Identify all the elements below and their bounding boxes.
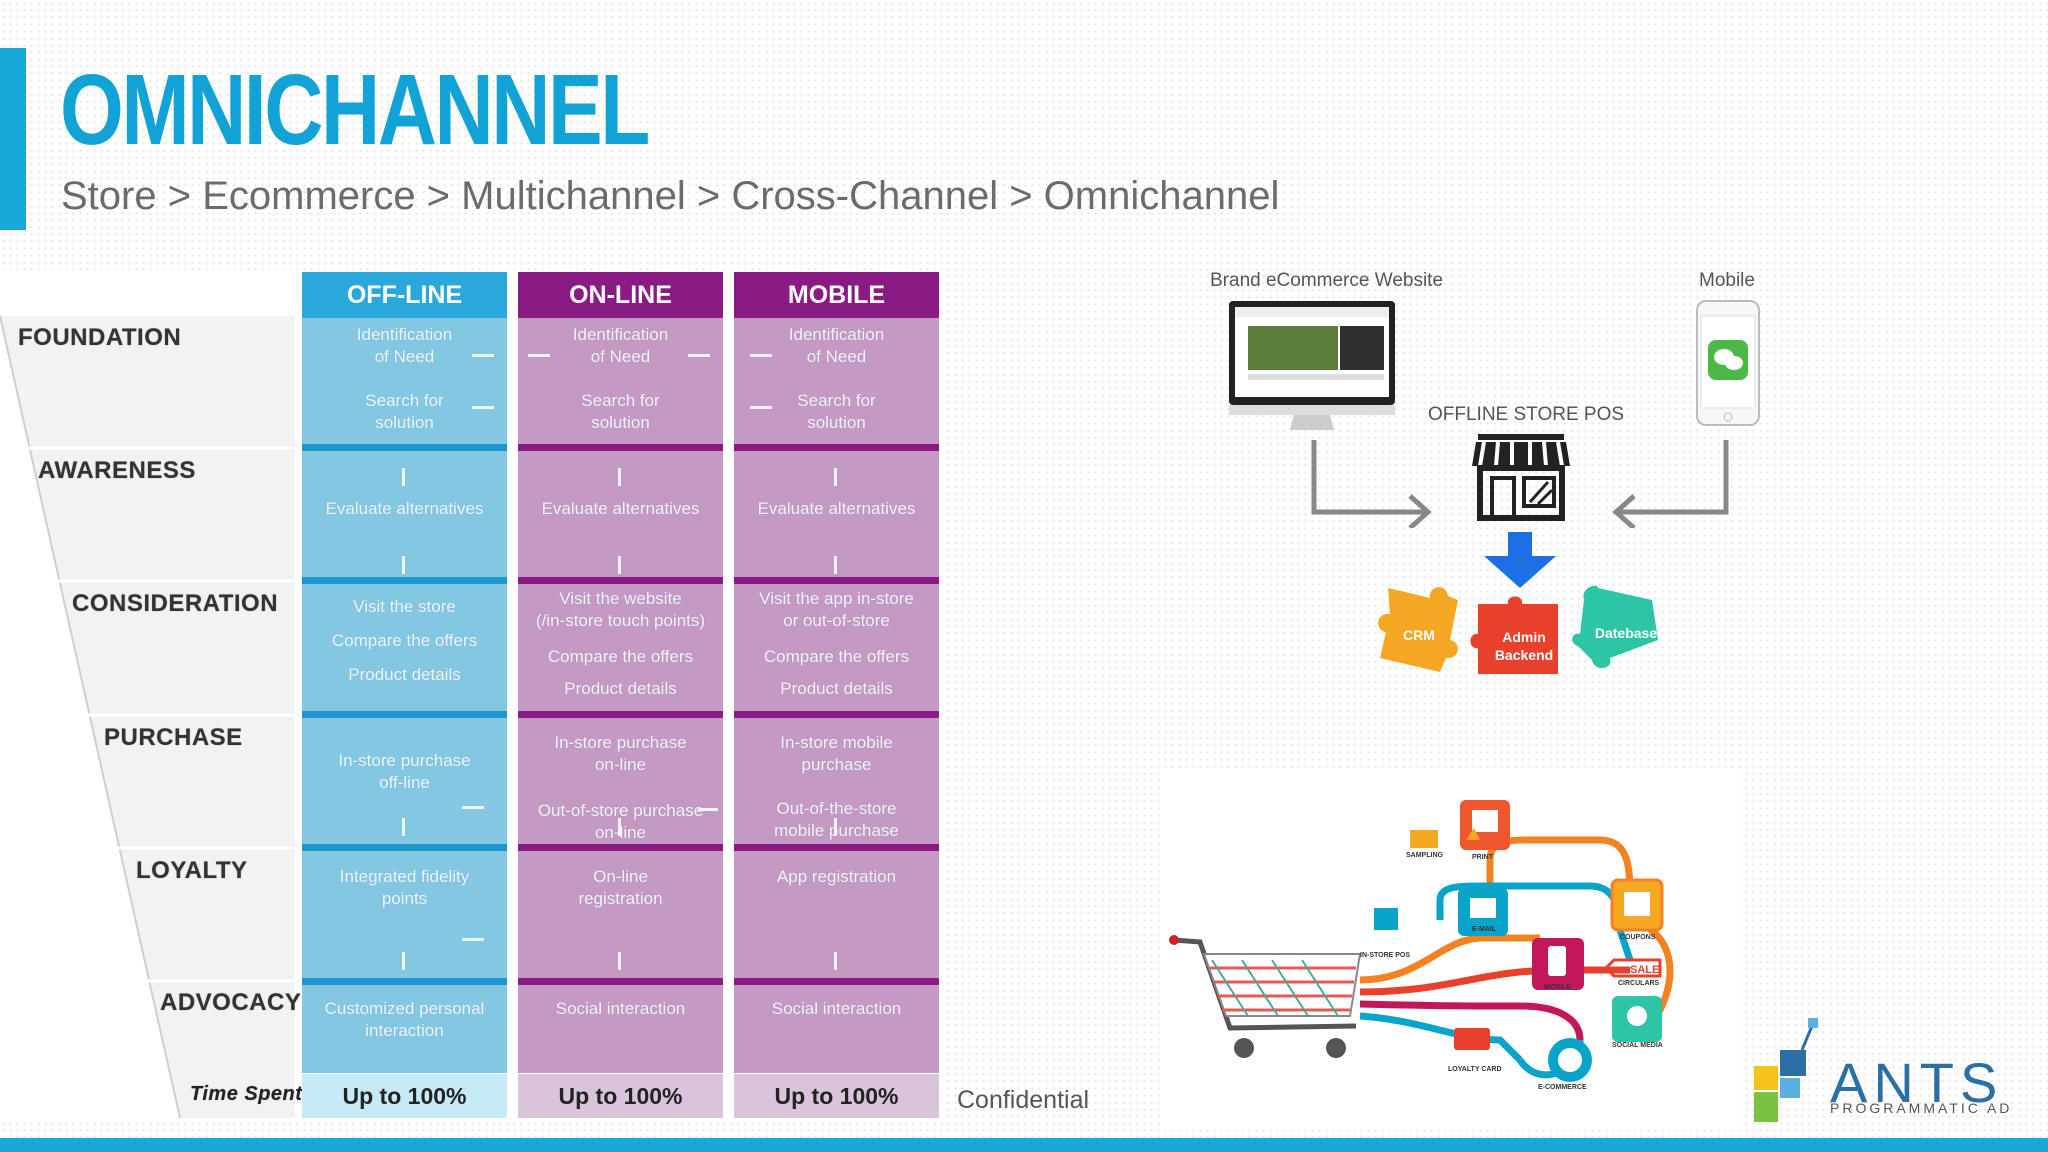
mobile-label: Mobile bbox=[1699, 270, 1755, 291]
ants-logo bbox=[1754, 1018, 1818, 1122]
time-spent-label: Time Spent bbox=[190, 1083, 303, 1105]
desktop-monitor-icon bbox=[1229, 301, 1395, 430]
label-instore-pos: IN-STORE POS bbox=[1360, 952, 1411, 959]
channel-network-graphic bbox=[1169, 800, 1674, 1082]
cell-offline-visit: Visit the store bbox=[353, 597, 456, 616]
crm-puzzle-icon bbox=[1378, 587, 1458, 672]
cell-online-details: Product details bbox=[564, 679, 677, 698]
admin-backend-puzzle-icon bbox=[1470, 596, 1558, 674]
mobile-phone-icon bbox=[1696, 300, 1760, 426]
cell-offline-compare: Compare the offers bbox=[331, 631, 478, 650]
arrow-from-mobile-icon bbox=[1612, 440, 1729, 528]
label-circulars: CIRCULARS bbox=[1618, 980, 1660, 987]
column-header-mobile: MOBILE bbox=[734, 272, 939, 318]
cell-offline-evaluate: Evaluate alternatives bbox=[325, 499, 484, 518]
footer-mobile: Up to 100% bbox=[734, 1074, 939, 1118]
omnichannel-infographic: PRINT SAMPLING COUPONS E-MAIL IN-STORE P… bbox=[1160, 770, 1740, 1130]
cell-mobile-details: Product details bbox=[780, 679, 893, 698]
page-subtitle: Store > Ecommerce > Multichannel > Cross… bbox=[61, 174, 1280, 218]
cell-mobile-app-registration: App registration bbox=[776, 867, 897, 886]
label-loyalty-card: LOYALTY CARD bbox=[1448, 1066, 1502, 1073]
pos-label: OFFLINE STORE POS bbox=[1428, 404, 1625, 425]
cell-mobile-social: Social interaction bbox=[771, 999, 902, 1018]
confidential-label: Confidential bbox=[957, 1086, 1090, 1114]
database-label: Datebase bbox=[1594, 625, 1658, 641]
cell-mobile-compare: Compare the offers bbox=[763, 647, 910, 666]
footer-offline: Up to 100% bbox=[302, 1074, 507, 1118]
admin-label-line1: Admin bbox=[1502, 629, 1546, 645]
funnel-shape bbox=[0, 315, 295, 1118]
logo-tagline: PROGRAMMATIC AD bbox=[1830, 1100, 2013, 1116]
logo-wordmark: ANTS bbox=[1830, 1051, 2004, 1114]
cell-online-evaluate: Evaluate alternatives bbox=[541, 499, 700, 518]
ecommerce-label: Brand eCommerce Website bbox=[1210, 270, 1444, 291]
stage-consideration: CONSIDERATION bbox=[72, 590, 279, 617]
label-sale: SALE bbox=[1630, 964, 1660, 976]
title-accent-bar bbox=[0, 48, 26, 230]
page-title: OMNICHANNEL bbox=[60, 54, 650, 166]
arrow-from-web-icon bbox=[1311, 440, 1432, 528]
stage-foundation: FOUNDATION bbox=[18, 324, 182, 351]
label-ecommerce: E-COMMERCE bbox=[1538, 1084, 1587, 1091]
label-email: E-MAIL bbox=[1472, 926, 1497, 933]
crm-label: CRM bbox=[1403, 627, 1435, 643]
admin-backend-label: Admin Backend bbox=[1484, 628, 1564, 664]
cell-online-visit: Visit the website(/in-store touch points… bbox=[535, 589, 706, 630]
column-header-online: ON-LINE bbox=[518, 272, 723, 318]
stage-loyalty: LOYALTY bbox=[136, 857, 248, 884]
stage-advocacy: ADVOCACY bbox=[160, 989, 302, 1016]
stage-awareness: AWARENESS bbox=[38, 457, 196, 484]
label-sampling: SAMPLING bbox=[1406, 852, 1443, 859]
omnichannel-funnel-table: FOUNDATION AWARENESS CONSIDERATION PURCH… bbox=[0, 270, 945, 1118]
cell-mobile-evaluate: Evaluate alternatives bbox=[757, 499, 916, 518]
cell-online-social: Social interaction bbox=[555, 999, 686, 1018]
column-header-offline: OFF-LINE bbox=[302, 272, 507, 318]
shopping-cart-icon bbox=[1169, 935, 1362, 1058]
cell-online-compare: Compare the offers bbox=[547, 647, 694, 666]
label-print: PRINT bbox=[1472, 854, 1493, 861]
cell-offline-details: Product details bbox=[348, 665, 461, 684]
label-social-media: SOCIAL MEDIA bbox=[1612, 1042, 1663, 1049]
admin-label-line2: Backend bbox=[1494, 647, 1554, 663]
store-icon bbox=[1472, 434, 1570, 521]
bottom-accent-bar bbox=[0, 1138, 2048, 1152]
footer-online: Up to 100% bbox=[518, 1074, 723, 1118]
label-mobile: MOBILE bbox=[1544, 984, 1572, 991]
stage-purchase: PURCHASE bbox=[104, 724, 243, 751]
label-coupons: COUPONS bbox=[1620, 934, 1656, 941]
down-arrow-icon bbox=[1484, 532, 1556, 588]
database-puzzle-icon bbox=[1572, 585, 1658, 669]
